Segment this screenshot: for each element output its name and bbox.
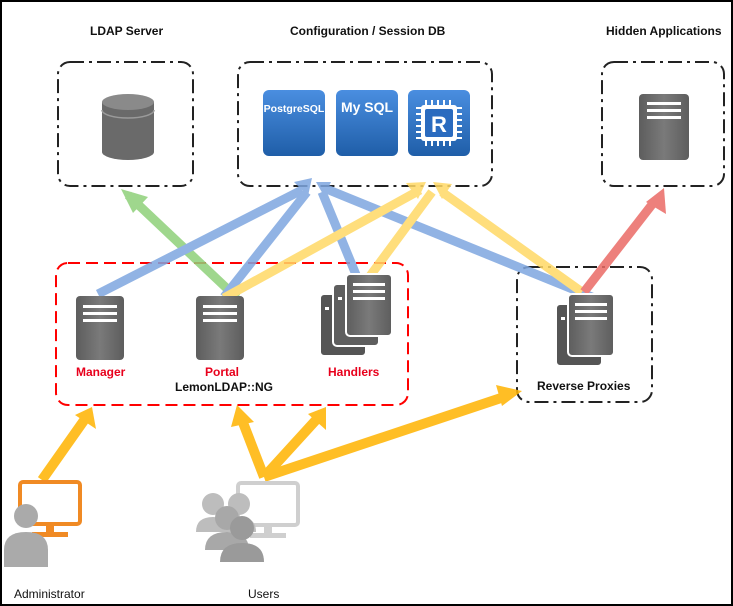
ldap-database-icon <box>101 94 155 160</box>
hidden-apps-box <box>601 61 725 187</box>
mysql-label: My SQL <box>341 99 394 115</box>
portal-server-icon <box>196 296 244 360</box>
lemonldap-box <box>55 262 409 406</box>
config-box <box>237 61 493 187</box>
lemonldap-group-label: LemonLDAP::NG <box>175 380 273 394</box>
handlers-label: Handlers <box>328 365 380 379</box>
reverse-proxy-servers-icon <box>555 293 615 367</box>
postgresql-icon: PostgreSQL <box>263 90 325 156</box>
users-label: Users <box>248 587 280 601</box>
handlers-servers-icon <box>319 273 393 357</box>
manager-server-icon <box>76 296 124 360</box>
mysql-icon: My SQL <box>336 90 398 156</box>
users-icon <box>196 481 300 562</box>
reverse-proxies-box <box>516 266 653 403</box>
postgresql-label: PostgreSQL <box>264 103 325 115</box>
administrator-icon <box>4 480 82 567</box>
ldap-box <box>57 61 194 187</box>
hidden-app-server-icon <box>639 94 689 160</box>
manager-label: Manager <box>76 365 126 379</box>
ldap-server-title: LDAP Server <box>90 24 164 38</box>
config-session-db-title: Configuration / Session DB <box>290 24 446 38</box>
hidden-applications-title: Hidden Applications <box>606 24 722 38</box>
administrator-label: Administrator <box>14 587 85 601</box>
redis-chip-icon: R <box>408 90 470 156</box>
reverse-proxies-label: Reverse Proxies <box>537 379 631 393</box>
redis-label: R <box>431 112 447 137</box>
portal-label: Portal <box>205 365 240 379</box>
